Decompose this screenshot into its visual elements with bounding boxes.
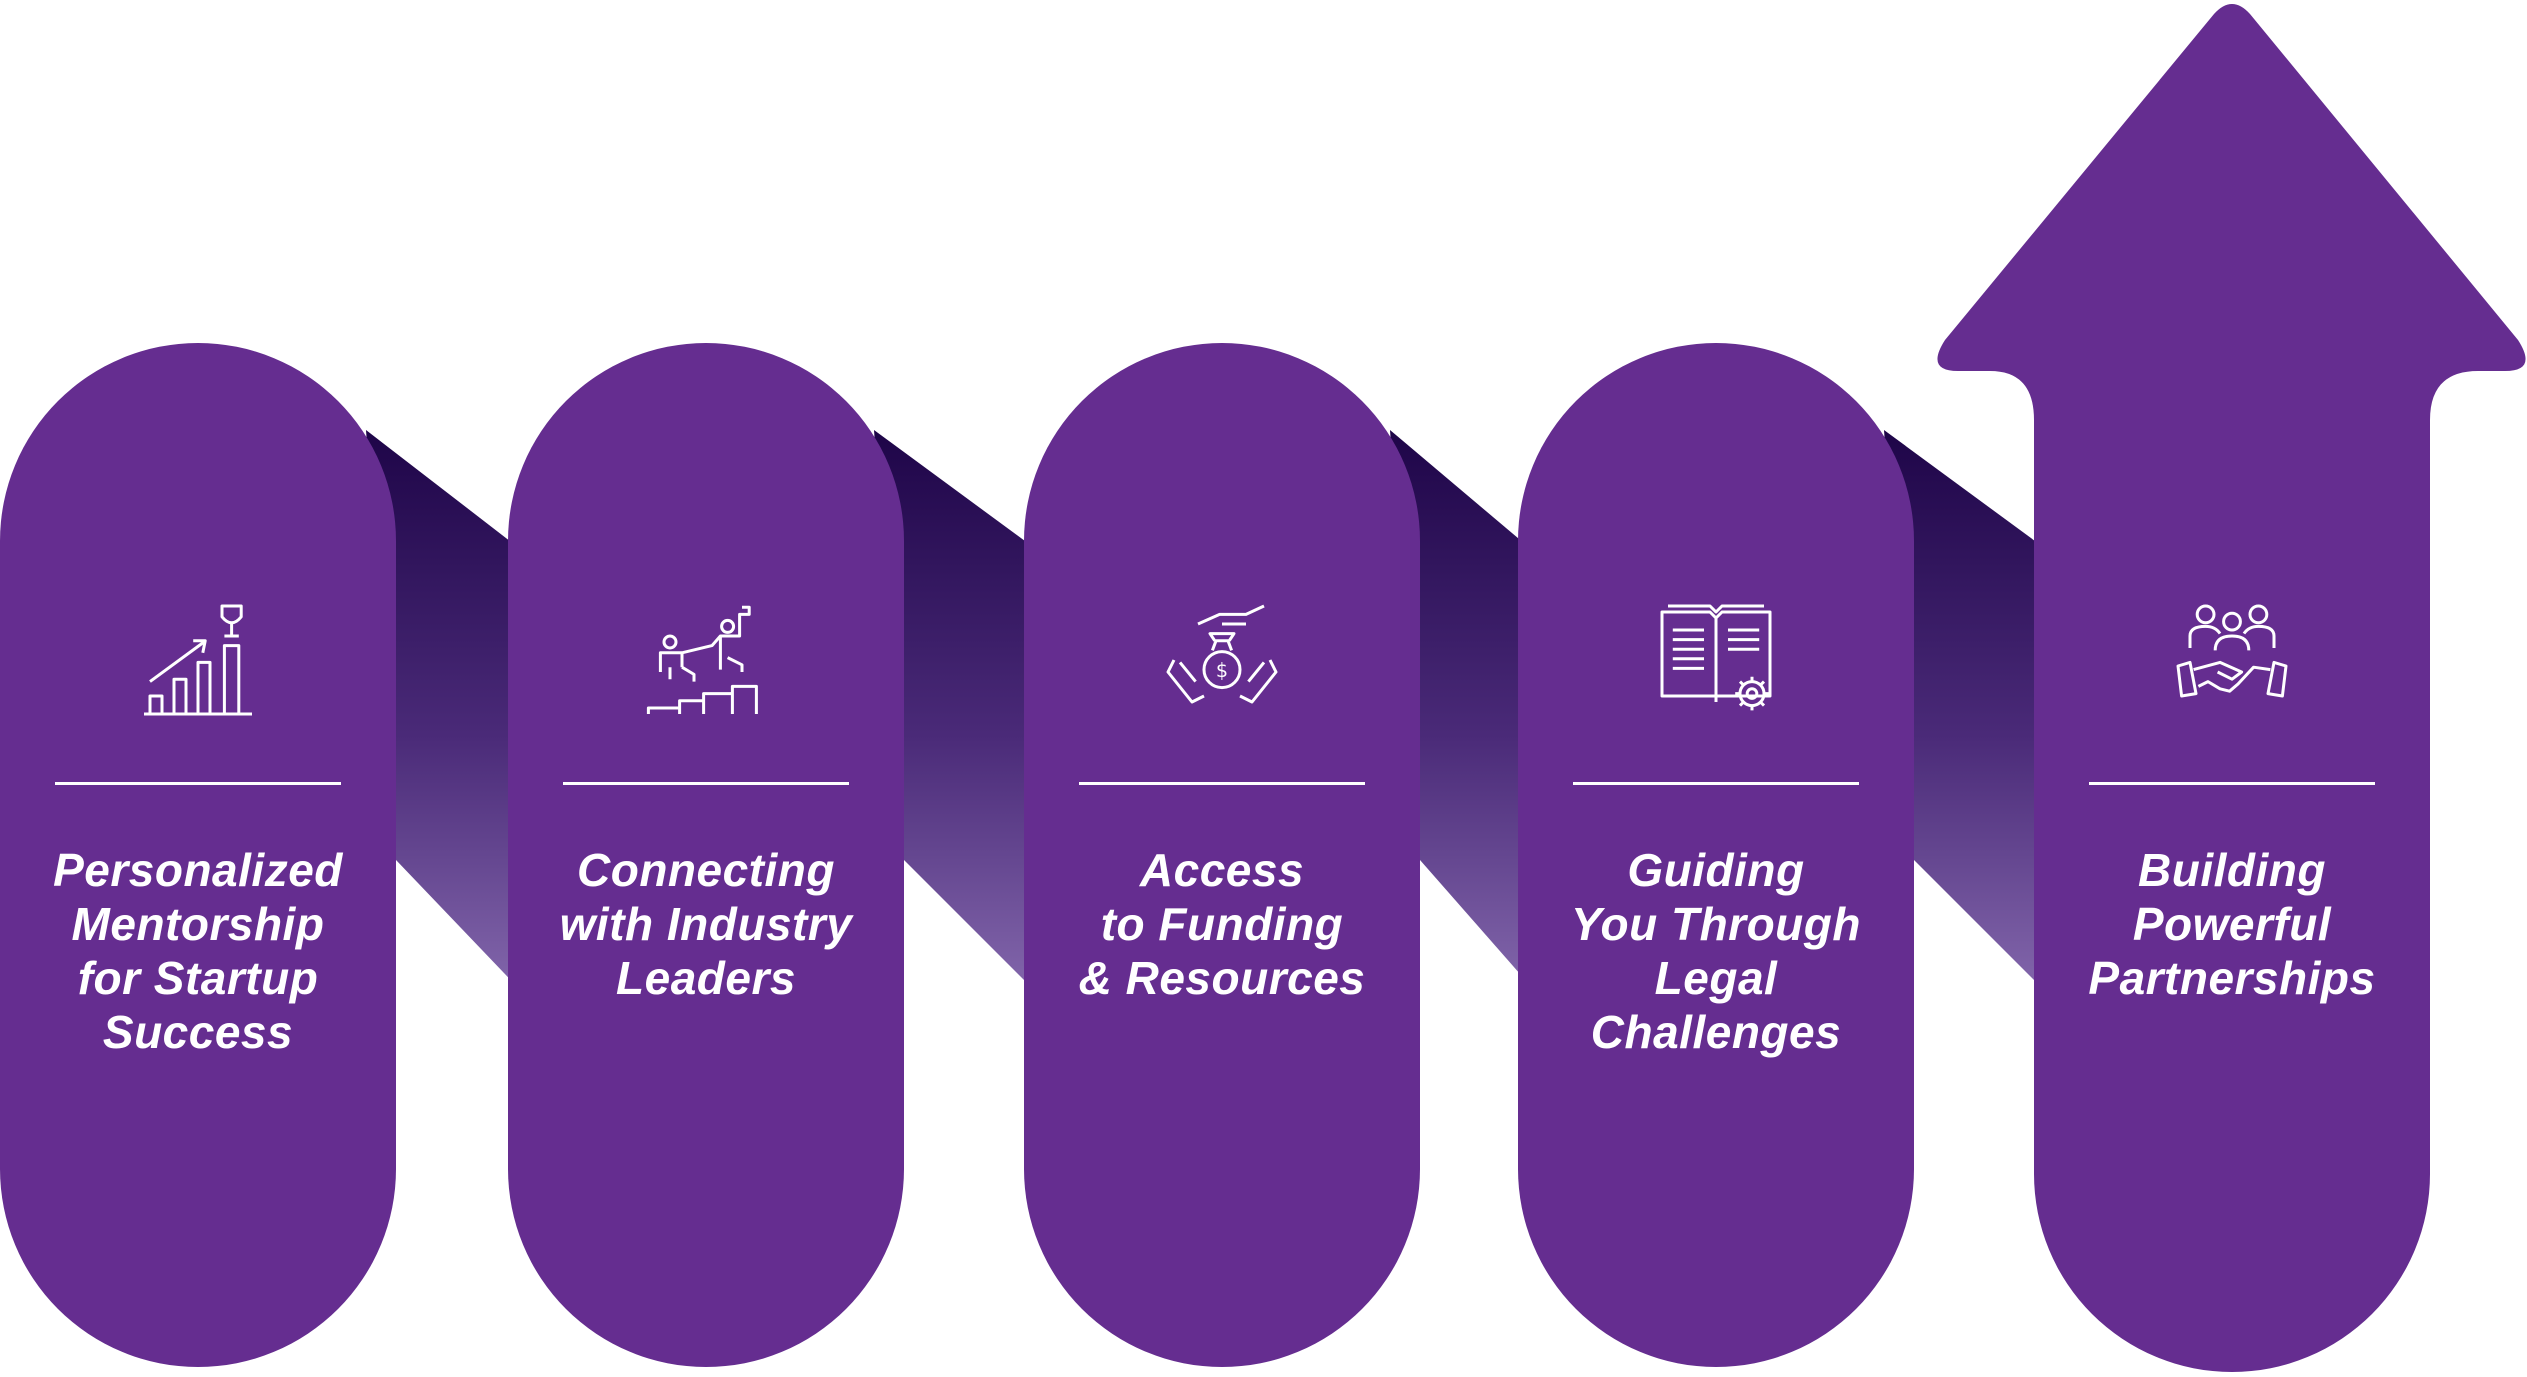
step-pill xyxy=(1518,343,1914,1367)
step-pill xyxy=(508,343,904,1367)
step-pill xyxy=(0,343,396,1367)
divider xyxy=(2089,782,2375,785)
divider xyxy=(563,782,849,785)
divider xyxy=(55,782,341,785)
book-gear-icon xyxy=(1656,600,1776,720)
step-pill xyxy=(1024,343,1420,1367)
team-handshake-icon xyxy=(2172,600,2292,720)
svg-text:$: $ xyxy=(1216,659,1228,682)
divider xyxy=(1573,782,1859,785)
hands-money-bag-icon: $ xyxy=(1162,600,1282,720)
growth-chart-trophy-icon xyxy=(138,600,258,720)
divider xyxy=(1079,782,1365,785)
mentor-helping-climb-icon xyxy=(646,600,766,720)
